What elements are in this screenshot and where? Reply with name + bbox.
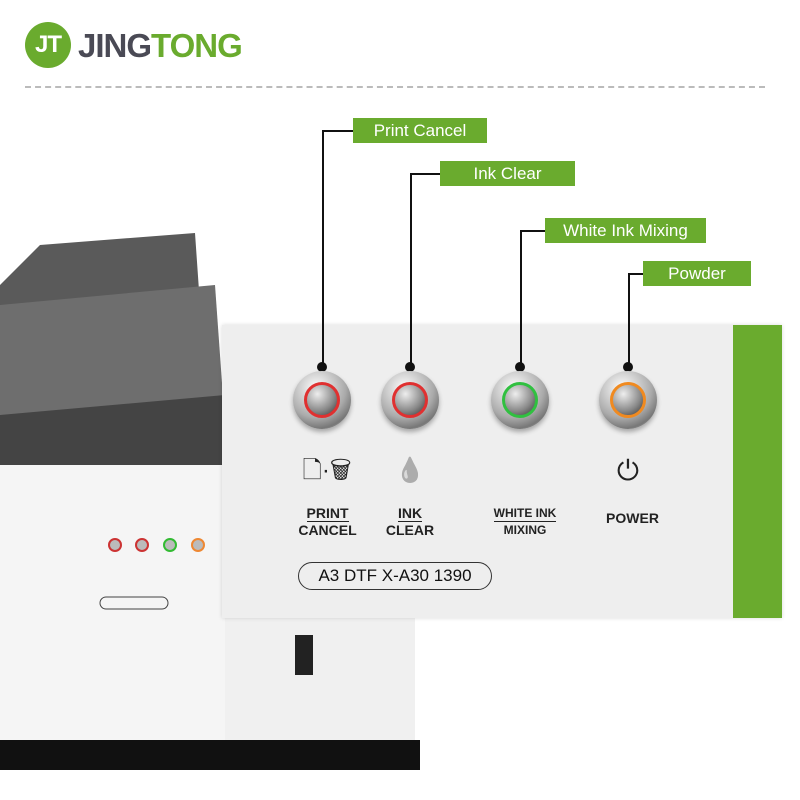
callout-print-cancel: Print Cancel (353, 118, 487, 143)
callout-dot (515, 362, 525, 372)
callout-line (628, 273, 630, 366)
green-strip (733, 325, 782, 618)
printer-illustration (0, 233, 420, 770)
print-cancel-icon: 🗋·🗑 (302, 457, 352, 484)
callout-dot (623, 362, 633, 372)
callout-ink-clear: Ink Clear (440, 161, 575, 186)
ink-clear-button[interactable] (381, 371, 439, 429)
callout-dot (317, 362, 327, 372)
callout-line (410, 173, 440, 175)
callout-line (628, 273, 643, 275)
led-ring (610, 382, 646, 418)
power-caption: POWER (606, 510, 659, 526)
white-ink-mixing-button[interactable] (491, 371, 549, 429)
print-cancel-button[interactable] (293, 371, 351, 429)
brand-name-part2: TONG (151, 27, 243, 64)
callout-powder: Powder (643, 261, 751, 286)
led-ring (304, 382, 340, 418)
power-icon: ⏻ (616, 455, 640, 486)
callout-line (322, 130, 324, 366)
callout-dot (405, 362, 415, 372)
callout-line (322, 130, 353, 132)
led-ring (502, 382, 538, 418)
logo-mark: JT (25, 22, 71, 68)
callout-line (520, 230, 545, 232)
model-badge: A3 DTF X-A30 1390 (298, 562, 492, 590)
callout-line (410, 173, 412, 366)
ink-drop-icon: 💧 (395, 457, 425, 484)
led-ring (392, 382, 428, 418)
brand-name-part1: JING (78, 27, 152, 64)
divider (25, 86, 765, 88)
brand-name: JINGTONG (78, 26, 243, 66)
callout-white-ink-mixing: White Ink Mixing (545, 218, 706, 243)
callout-line (520, 230, 522, 366)
power-button[interactable] (599, 371, 657, 429)
